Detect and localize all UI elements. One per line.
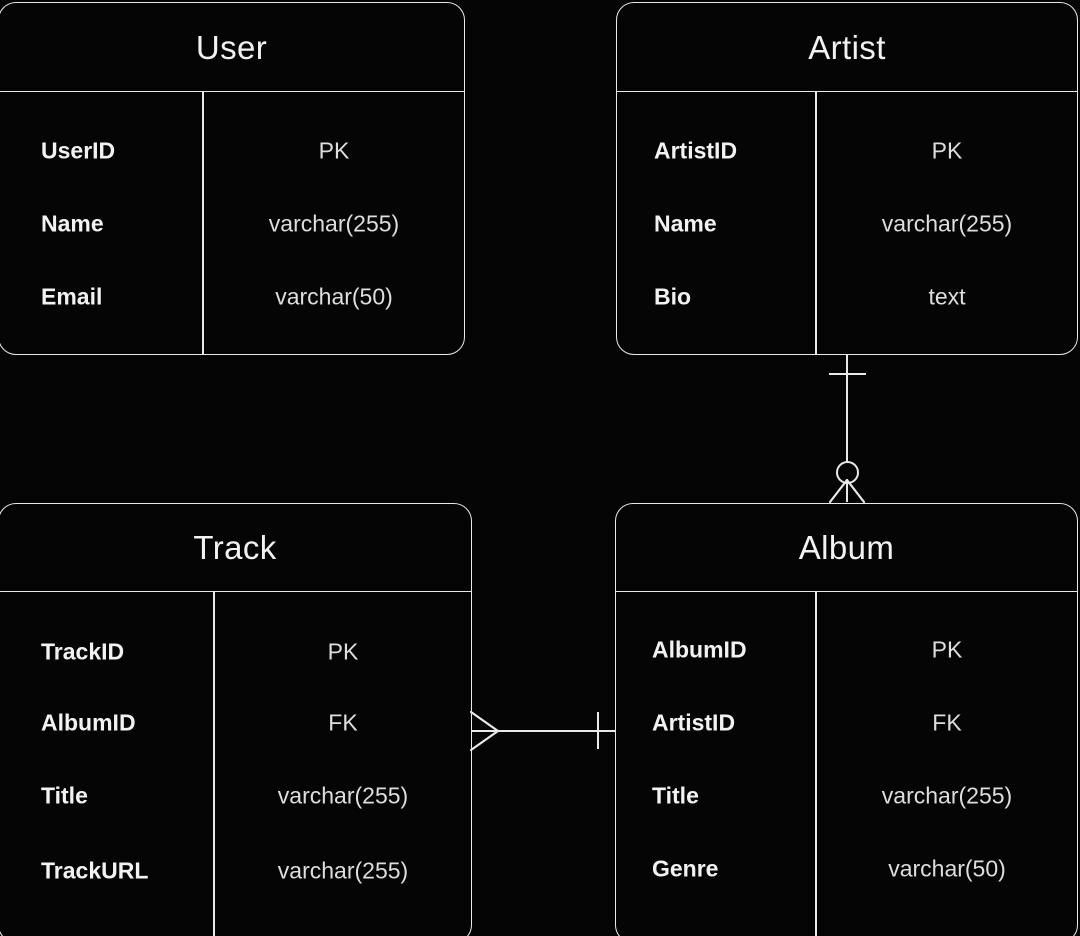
entity-user-body: UserID PK Name varchar(255) Email varcha… bbox=[0, 92, 464, 354]
cardinality-zero-marker-album bbox=[836, 461, 859, 484]
attribute-type: varchar(50) bbox=[275, 283, 393, 310]
attribute-name: TrackURL bbox=[41, 857, 149, 884]
attribute-type: text bbox=[928, 283, 966, 310]
attribute-type: varchar(255) bbox=[277, 857, 409, 884]
cardinality-one-marker-artist bbox=[829, 373, 866, 376]
attribute-name: Title bbox=[652, 782, 699, 809]
attribute-name: Genre bbox=[652, 855, 719, 882]
attribute-type: FK bbox=[932, 709, 962, 736]
attribute-name: Name bbox=[654, 210, 717, 237]
entity-album-body: AlbumID PK ArtistID FK Title varchar(255… bbox=[616, 592, 1077, 936]
attribute-type: PK bbox=[318, 137, 350, 164]
attribute-name: Name bbox=[41, 210, 104, 237]
attribute-type: FK bbox=[328, 709, 358, 736]
attribute-name: Title bbox=[41, 782, 88, 809]
attribute-name: Bio bbox=[654, 283, 692, 310]
attribute-name: ArtistID bbox=[654, 137, 738, 164]
entity-user-title: User bbox=[195, 28, 268, 66]
attribute-type: varchar(255) bbox=[268, 210, 400, 237]
attribute-type: PK bbox=[327, 638, 359, 665]
entity-track-title: Track bbox=[193, 529, 277, 566]
attribute-name: Email bbox=[41, 283, 103, 310]
attribute-type: varchar(255) bbox=[881, 210, 1013, 237]
attribute-name: AlbumID bbox=[41, 709, 136, 736]
entity-artist-column-divider bbox=[815, 92, 817, 354]
entity-artist-header: Artist bbox=[617, 3, 1077, 92]
entity-artist-body: ArtistID PK Name varchar(255) Bio text bbox=[617, 92, 1077, 354]
attribute-type: varchar(255) bbox=[277, 782, 409, 809]
attribute-name: ArtistID bbox=[652, 709, 736, 736]
attribute-type: varchar(50) bbox=[888, 855, 1006, 882]
entity-track-header: Track bbox=[0, 504, 471, 592]
entity-user-header: User bbox=[0, 3, 464, 92]
attribute-type: varchar(255) bbox=[881, 782, 1013, 809]
entity-track[interactable]: Track TrackID PK AlbumID FK Title varcha… bbox=[0, 503, 472, 936]
relationship-line bbox=[471, 730, 615, 732]
attribute-type: PK bbox=[931, 137, 963, 164]
entity-artist[interactable]: Artist ArtistID PK Name varchar(255) Bio… bbox=[616, 2, 1078, 355]
attribute-type: PK bbox=[931, 636, 963, 663]
entity-track-column-divider bbox=[213, 592, 215, 936]
entity-artist-title: Artist bbox=[808, 28, 886, 66]
entity-album-title: Album bbox=[798, 529, 895, 566]
entity-album-column-divider bbox=[815, 592, 817, 936]
cardinality-one-marker-album bbox=[597, 712, 600, 749]
entity-user-column-divider bbox=[202, 92, 204, 354]
entity-album[interactable]: Album AlbumID PK ArtistID FK Title varch… bbox=[615, 503, 1078, 936]
attribute-name: UserID bbox=[41, 137, 116, 164]
entity-album-header: Album bbox=[616, 504, 1077, 592]
entity-track-body: TrackID PK AlbumID FK Title varchar(255)… bbox=[0, 592, 471, 936]
attribute-name: TrackID bbox=[41, 638, 125, 665]
entity-user[interactable]: User UserID PK Name varchar(255) Email v… bbox=[0, 2, 465, 355]
relationship-line bbox=[846, 355, 848, 502]
attribute-name: AlbumID bbox=[652, 636, 747, 663]
